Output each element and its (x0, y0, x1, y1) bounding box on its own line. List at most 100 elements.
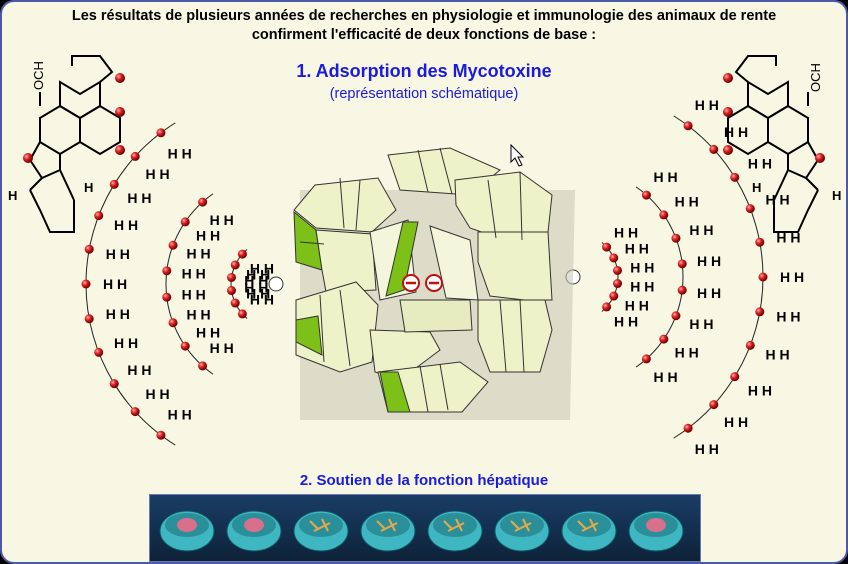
hydrogen-pair-label: H H (625, 297, 649, 313)
atom-sphere (709, 400, 719, 410)
och-label-left: OCH (31, 61, 46, 90)
atom-sphere (237, 249, 247, 259)
hydrogen-pair-label: H H (614, 224, 638, 240)
oxygen-atom-left-3 (115, 145, 125, 155)
hydrogen-pair-label: H H (766, 191, 790, 207)
atom-sphere (130, 407, 140, 417)
hydrogen-pair-label: H H (766, 347, 790, 363)
h-label-left-1: H (8, 188, 17, 203)
arc-line (601, 242, 619, 312)
oxygen-atom-right-2 (723, 107, 733, 117)
atom-sphere (613, 265, 623, 275)
atom-sphere (609, 253, 619, 263)
hydrogen-pair-label: H H (250, 291, 274, 307)
headline: Les résultats de plusieurs années de rec… (0, 7, 848, 45)
hydrogen-pair-label: H H (106, 306, 130, 322)
hydrogen-pair-label: H H (630, 279, 654, 295)
headline-line-1: Les résultats de plusieurs années de rec… (71, 8, 777, 24)
hydrogen-pair-label: H H (776, 229, 800, 245)
hydrogen-pair-label: H H (776, 309, 800, 325)
atom-sphere (758, 272, 768, 282)
hydrogen-pair-label: H H (210, 340, 234, 356)
oxygen-atom-right-3 (723, 145, 733, 155)
oxygen-atom-left-2 (115, 107, 125, 117)
atom-sphere (84, 244, 94, 254)
atom-sphere (659, 210, 669, 220)
section-1-subtitle: (représentation schématique) (329, 86, 519, 102)
atom-sphere (109, 379, 119, 389)
atom-sphere (156, 430, 166, 440)
atom-sphere (84, 314, 94, 324)
atom-sphere (180, 341, 190, 351)
atom-sphere (109, 179, 119, 189)
atom-sphere (730, 172, 740, 182)
hydrogen-pair-label: H H (675, 345, 699, 361)
hydrogen-pair-label: H H (697, 285, 721, 301)
atom-sphere (230, 260, 240, 270)
cell-stage-1 (158, 501, 216, 553)
headline-line-2: confirment l'efficacité de deux fonction… (251, 27, 597, 43)
hydrogen-pair-label: H H (689, 316, 713, 332)
atom-sphere (613, 279, 623, 289)
zeolite-framework (293, 147, 575, 420)
oxygen-atom-left-1 (115, 73, 125, 83)
oxygen-atom-right-4 (815, 153, 825, 163)
cell-stage-3 (292, 501, 350, 553)
atom-sphere (168, 318, 178, 328)
mycotoxin-molecule-left (28, 55, 121, 233)
cell-stage-4 (359, 501, 417, 553)
hydrogen-pair-label: H H (168, 145, 192, 161)
hydrogen-layer: H HH HH HH HH HH HH HH HH HH HH HH HH HH… (103, 97, 804, 457)
atom-sphere (659, 334, 669, 344)
hydrogen-pair-label: H H (106, 246, 130, 262)
atom-sphere (226, 272, 236, 282)
cell-stage-5 (426, 501, 484, 553)
section-1-title: 1. Adsorption des Mycotoxine (296, 61, 552, 81)
atom-sphere (237, 309, 247, 319)
hydrogen-pair-label: H H (246, 286, 270, 302)
hydrogen-pair-label: H H (689, 222, 713, 238)
atom-sphere (641, 190, 651, 200)
hydrogen-pair-label: H H (630, 259, 654, 275)
atom-sphere (94, 211, 104, 221)
atom-sphere (683, 121, 693, 131)
atom-sphere (683, 423, 693, 433)
atom-sphere (671, 311, 681, 321)
h-label-right-2: H (752, 180, 761, 195)
hydrogen-pair-label: H H (695, 97, 719, 113)
atom-sphere (81, 279, 91, 289)
hydrogen-pair-label: H H (244, 279, 268, 295)
cell-stage-6 (493, 501, 551, 553)
oxygen-atom-right-1 (723, 73, 733, 83)
atom-sphere (162, 292, 172, 302)
atom-sphere (745, 340, 755, 350)
atom-sphere (198, 361, 208, 371)
atom-sphere (198, 197, 208, 207)
hydrogen-pair-label: H H (250, 261, 274, 277)
atom-sphere (677, 285, 687, 295)
atom-sphere (230, 298, 240, 308)
atom-sphere (130, 151, 140, 161)
mycotoxin-molecule-right (727, 55, 820, 233)
section-2-title: 2. Soutien de la fonction hépatique (299, 472, 549, 489)
hydrogen-pair-label: H H (653, 369, 677, 385)
arc-line (165, 193, 214, 375)
hydrogen-pair-label: H H (168, 407, 192, 423)
hydrogen-pair-label: H H (246, 266, 270, 282)
cell-division-strip (149, 494, 701, 562)
hydrogen-pair-label: H H (182, 286, 206, 302)
hydrogen-pair-label: H H (625, 241, 649, 257)
cell-stage-7 (560, 501, 618, 553)
atom-sphere (180, 217, 190, 227)
atom-sphere (609, 291, 619, 301)
hydrogen-pair-label: H H (724, 414, 748, 430)
hydrogen-pair-label: H H (748, 382, 772, 398)
hydrogen-pair-label: H H (114, 335, 138, 351)
hydrogen-pair-label: H H (182, 266, 206, 282)
hydrogen-pair-label: H H (244, 273, 268, 289)
hydrogen-pair-label: H H (614, 314, 638, 330)
hydrogen-pair-label: H H (196, 227, 220, 243)
oxygen-atom-left-4 (23, 153, 33, 163)
arc-line (635, 186, 684, 368)
atom-sphere (641, 354, 651, 364)
